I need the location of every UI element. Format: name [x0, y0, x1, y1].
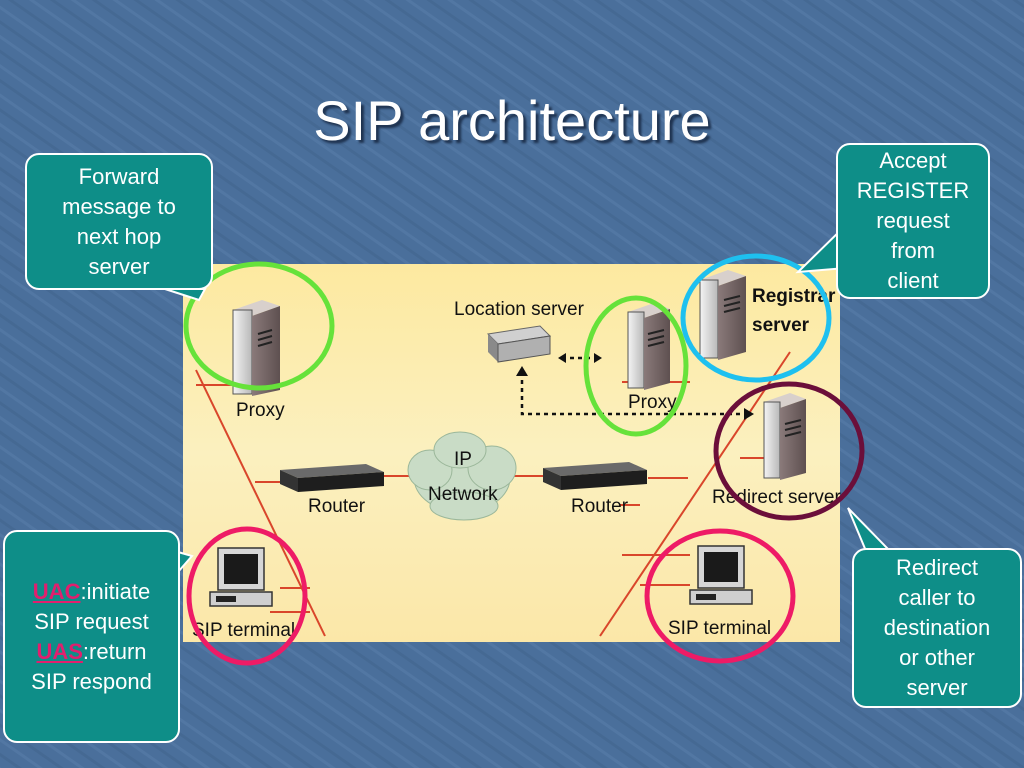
register-callout: Accept REGISTER request from client — [836, 143, 990, 299]
flow-arrowheads — [516, 353, 754, 420]
sip-terminal-right-icon — [689, 545, 753, 605]
sip-terminal-right-label: SIP terminal — [668, 618, 771, 639]
uas-term: UAS — [36, 638, 83, 664]
slide-title: SIP architecture — [313, 89, 711, 152]
proxy-right-server-icon — [627, 303, 670, 390]
forward-callout-line3: next hop — [76, 223, 162, 249]
uas-line2: SIP respond — [31, 668, 152, 694]
proxy-left-highlight-circle — [183, 261, 335, 391]
uas-line: UAS:return — [36, 637, 146, 667]
registrar-highlight-circle — [680, 253, 832, 383]
registrar-label-line2: server — [752, 315, 810, 336]
redirect-callout-line3: destination — [883, 615, 991, 640]
redirect-callout-line1: Redirect — [896, 555, 978, 580]
redirect-server-icon — [763, 393, 806, 480]
forward-callout-line1: Forward — [78, 163, 160, 189]
router-left-icon — [280, 464, 384, 492]
ip-network-label-line2: Network — [428, 484, 498, 505]
uac-desc: :initiate — [80, 578, 151, 604]
terminal-left-highlight-circle — [186, 526, 308, 666]
uac-line: UAC:initiate — [33, 577, 150, 607]
redirect-highlight-circle — [713, 381, 865, 521]
uac-line2: SIP request — [34, 608, 149, 634]
forward-callout-line2: message to — [62, 193, 176, 219]
register-callout-line5: client — [887, 268, 939, 293]
proxy-right-highlight-circle — [583, 295, 689, 437]
proxy-left-server-icon — [232, 300, 280, 396]
ip-network-label-line1: IP — [454, 449, 472, 470]
proxy-left-label: Proxy — [236, 400, 285, 421]
registrar-server-icon — [699, 270, 746, 360]
uac-uas-callout: UAC:initiate SIP request UAS:return SIP … — [3, 530, 180, 743]
register-callout-line4: from — [891, 238, 935, 263]
redirect-callout-line2: caller to — [898, 585, 976, 610]
terminal-right-highlight-circle — [644, 528, 796, 664]
ip-network-cloud-icon — [407, 431, 517, 521]
location-server-label: Location server — [454, 299, 585, 320]
redirect-callout: Redirect caller to destination or other … — [852, 548, 1022, 708]
register-callout-line3: request — [876, 208, 950, 233]
redirect-callout-line4: or other — [899, 645, 975, 670]
registrar-label-line1: Registrar — [752, 286, 836, 307]
router-left-label: Router — [308, 496, 366, 517]
router-right-icon — [543, 462, 647, 490]
location-server-icon — [486, 325, 552, 363]
uac-term: UAC — [32, 578, 81, 604]
redirect-callout-line5: server — [906, 675, 968, 700]
forward-callout: Forward message to next hop server — [25, 153, 213, 290]
redirect-callout-pointer — [847, 507, 893, 552]
router-right-label: Router — [571, 496, 629, 517]
uas-desc: :return — [82, 638, 147, 664]
forward-callout-line4: server — [88, 253, 150, 279]
register-callout-line1: Accept — [879, 148, 947, 173]
register-callout-line2: REGISTER — [856, 178, 970, 203]
sip-terminal-left-icon — [209, 547, 273, 607]
sip-terminal-left-label: SIP terminal — [192, 620, 295, 641]
proxy-right-label: Proxy — [628, 392, 677, 413]
